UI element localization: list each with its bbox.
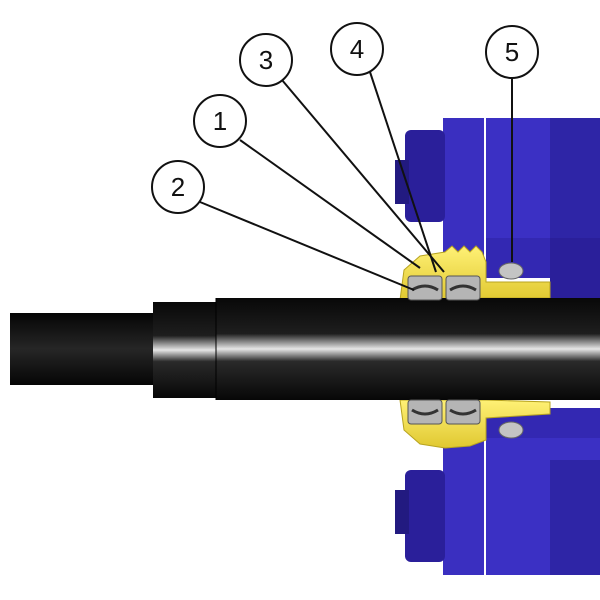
- housing-lower-block-shade: [550, 460, 600, 575]
- callout-4-circle: [330, 22, 384, 76]
- leader-line-2: [199, 201, 415, 291]
- callout-2-circle: [151, 160, 205, 214]
- upper-bolt-shadow: [395, 160, 409, 204]
- shaft-step-section: [153, 302, 217, 398]
- o-ring-upper: [498, 262, 524, 280]
- housing-upper-step-right: [550, 238, 600, 300]
- shaft-thin-section: [10, 313, 155, 385]
- seal-4-upper-groove: [449, 284, 477, 292]
- seal-2-lower-groove: [411, 408, 439, 416]
- callout-1: 1: [193, 94, 247, 148]
- callout-1-circle: [193, 94, 247, 148]
- housing: [395, 118, 600, 575]
- callout-1-label: 1: [213, 106, 227, 136]
- lower-bolt-head: [405, 470, 445, 562]
- o-ring-lower: [498, 421, 524, 439]
- callout-5: 5: [485, 25, 539, 79]
- callout-2-label: 2: [171, 172, 185, 202]
- shaft: [10, 298, 600, 400]
- housing-upper-block-shade: [550, 118, 600, 238]
- leader-lines: [199, 71, 513, 291]
- callout-3: 3: [239, 33, 293, 87]
- seals-upper: [407, 275, 481, 301]
- seal-2-upper-groove: [411, 284, 439, 292]
- callout-2: 2: [151, 160, 205, 214]
- leader-line-3: [281, 79, 445, 273]
- seal-4-lower: [445, 399, 481, 425]
- upper-bolt-head: [405, 130, 445, 222]
- callout-4-label: 4: [350, 34, 364, 64]
- leader-line-1: [239, 139, 421, 269]
- callout-3-label: 3: [259, 45, 273, 75]
- callout-5-circle: [485, 25, 539, 79]
- seals-lower: [407, 399, 481, 425]
- leader-line-4: [369, 71, 437, 273]
- seal-2-lower: [407, 399, 443, 425]
- seal-4-upper: [445, 275, 481, 301]
- housing-upper-flange: [443, 118, 485, 268]
- callout-5-label: 5: [505, 37, 519, 67]
- lower-bolt-shadow: [395, 490, 409, 534]
- callout-3-circle: [239, 33, 293, 87]
- seal-4-lower-groove: [449, 408, 477, 416]
- callout-4: 4: [330, 22, 384, 76]
- shaft-main-section: [216, 298, 600, 400]
